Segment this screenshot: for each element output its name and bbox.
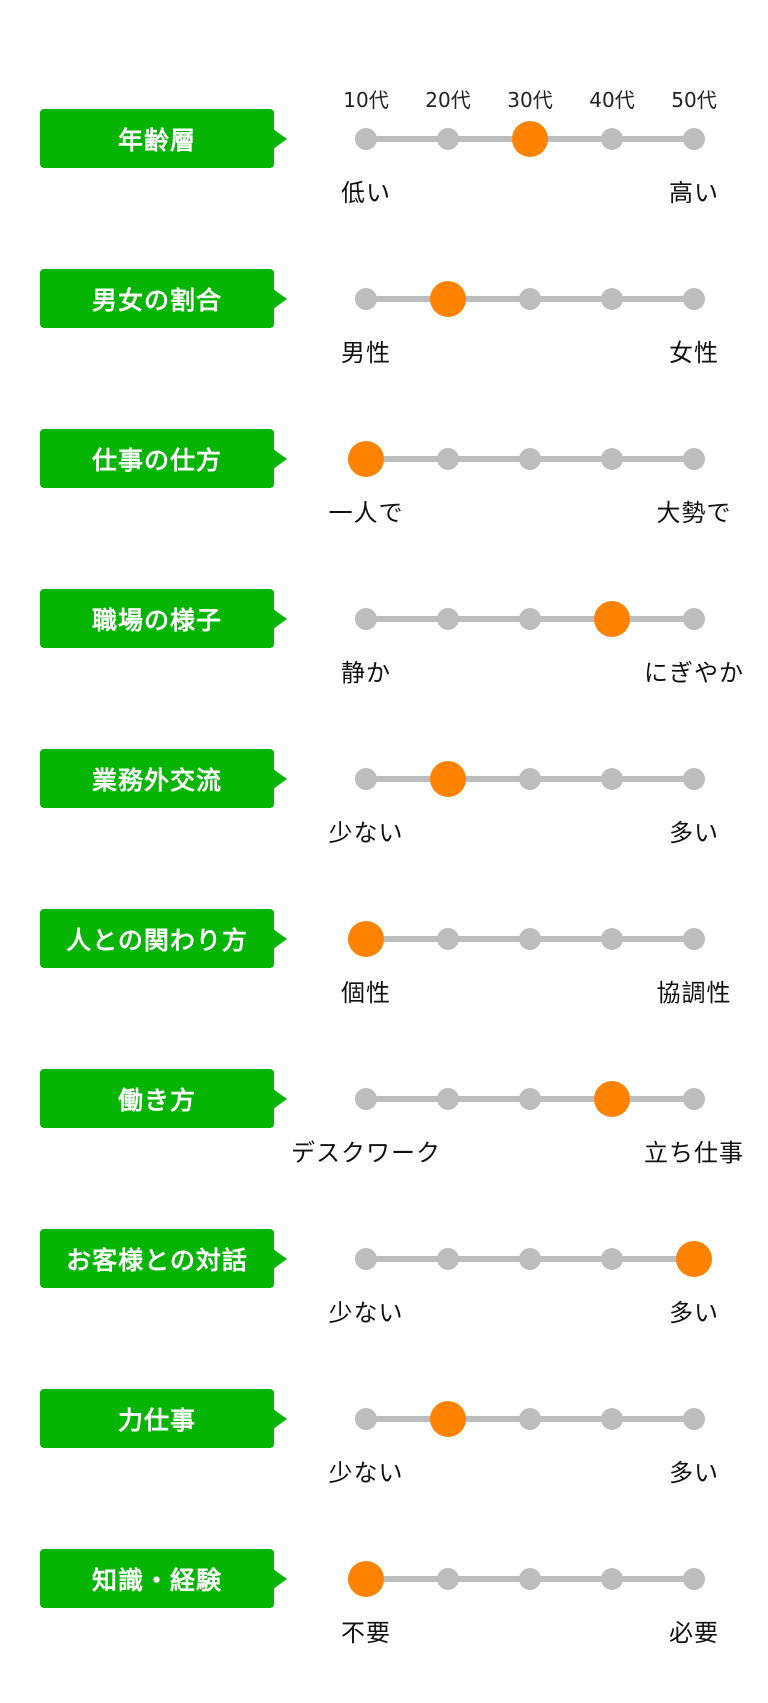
scale-high-label: にぎやか (644, 659, 744, 687)
category-label: 働き方 (40, 1069, 287, 1128)
scale-dot (683, 1568, 705, 1590)
scale-dot-selected (676, 1241, 712, 1277)
scale-dot (683, 448, 705, 470)
scale-dot (601, 768, 623, 790)
scale-dot (355, 1088, 377, 1110)
scale-dot (355, 1408, 377, 1430)
category-label: 職場の様子 (40, 589, 287, 648)
category-label: 男女の割合 (40, 269, 287, 328)
scale-dot (601, 448, 623, 470)
scale-high-label: 協調性 (656, 979, 732, 1007)
scale-low-label: 少ない (328, 1299, 404, 1327)
scale-dot (519, 1248, 541, 1270)
scale-high-label: 大勢で (656, 499, 732, 527)
scale-dot (601, 1248, 623, 1270)
scale-dot-selected (512, 121, 548, 157)
scale-low-label: 不要 (341, 1619, 391, 1647)
scale-dot (355, 608, 377, 630)
scale-high-label: 多い (669, 819, 719, 847)
scale-high-label: 多い (669, 1459, 719, 1487)
scale-dot (519, 768, 541, 790)
scale-dot (355, 1248, 377, 1270)
scale-low-label: 一人で (328, 499, 404, 527)
age-tick-label: 50代 (671, 88, 717, 112)
scale-low-label: 静か (341, 659, 391, 687)
scale-dot-selected (594, 1081, 630, 1117)
scale-high-label: 女性 (669, 339, 719, 367)
scale-dot (519, 448, 541, 470)
category-label: 年齢層 (40, 109, 287, 168)
category-label: 仕事の仕方 (40, 429, 287, 488)
age-tick-label: 30代 (507, 88, 553, 112)
scale-dot (355, 288, 377, 310)
scale-dot (683, 128, 705, 150)
scale-low-label: 低い (341, 179, 391, 207)
age-tick-label: 20代 (425, 88, 471, 112)
scale-dot (437, 1568, 459, 1590)
scale-high-label: 必要 (669, 1619, 719, 1647)
scale-dot (355, 768, 377, 790)
scale-dot (519, 1088, 541, 1110)
scale-dot (519, 288, 541, 310)
scale-dot-selected (348, 441, 384, 477)
scale-dot (683, 608, 705, 630)
scale-low-label: 男性 (341, 339, 391, 367)
scale-low-label: 少ない (328, 819, 404, 847)
category-label: 人との関わり方 (40, 909, 287, 968)
scale-dot (683, 1088, 705, 1110)
scale-dot (437, 448, 459, 470)
scale-dot (437, 1248, 459, 1270)
scale-dot (683, 1408, 705, 1430)
scale-dot (519, 928, 541, 950)
scale-dot (601, 288, 623, 310)
scale-dot (683, 928, 705, 950)
scale-dot (601, 1408, 623, 1430)
category-label: 力仕事 (40, 1389, 287, 1448)
scale-dot-selected (348, 921, 384, 957)
scale-dot (437, 128, 459, 150)
scale-dot-selected (430, 281, 466, 317)
category-label: 知識・経験 (40, 1549, 287, 1608)
scale-dot (519, 1408, 541, 1430)
category-label: お客様との対話 (40, 1229, 287, 1288)
scale-dot (437, 608, 459, 630)
age-tick-label: 10代 (343, 88, 389, 112)
scale-high-label: 多い (669, 1299, 719, 1327)
scale-dot (355, 128, 377, 150)
age-tick-label: 40代 (589, 88, 635, 112)
scale-dot (601, 128, 623, 150)
scale-dot (683, 288, 705, 310)
scale-dot-selected (430, 761, 466, 797)
scale-dot-selected (348, 1561, 384, 1597)
scale-dot-selected (594, 601, 630, 637)
scale-dot (519, 608, 541, 630)
scale-dot-selected (430, 1401, 466, 1437)
scale-low-label: デスクワーク (291, 1139, 441, 1167)
category-label: 業務外交流 (40, 749, 287, 808)
scale-dot (437, 1088, 459, 1110)
scale-dot (683, 768, 705, 790)
scale-low-label: 個性 (341, 979, 391, 1007)
scale-dot (601, 928, 623, 950)
scale-dot (601, 1568, 623, 1590)
scale-high-label: 高い (669, 179, 719, 207)
scale-low-label: 少ない (328, 1459, 404, 1487)
scale-dot (437, 928, 459, 950)
scale-high-label: 立ち仕事 (644, 1139, 744, 1167)
scale-dot (519, 1568, 541, 1590)
